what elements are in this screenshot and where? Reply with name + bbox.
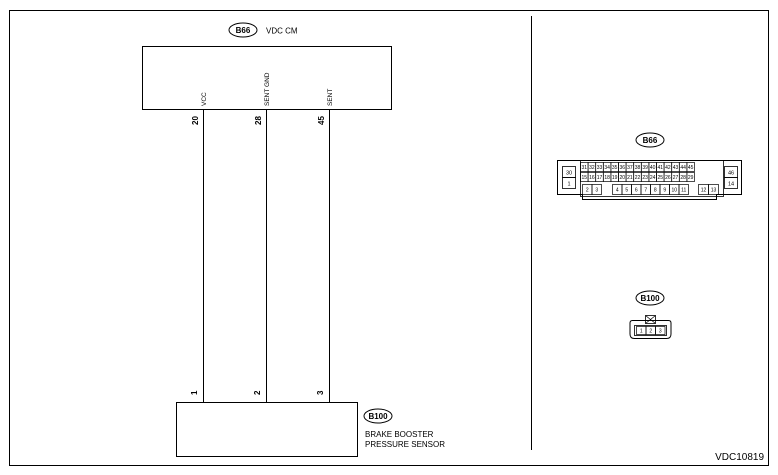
pin-number: 38 (635, 165, 641, 171)
pin-number: 40 (650, 165, 656, 171)
sensor-box (176, 402, 358, 457)
pin-number: 2 (586, 188, 589, 194)
pin-number: 13 (711, 188, 717, 194)
pin-number: 2 (649, 329, 652, 335)
b100-latch-cross-b (645, 315, 656, 324)
pin-number: 22 (635, 175, 641, 181)
pin-number: 45 (688, 165, 694, 171)
b66-pin-46: 46 (728, 171, 734, 177)
b66-view-label: B66 (643, 136, 658, 145)
b66-view-oval (635, 132, 665, 148)
pin-cell (678, 184, 689, 195)
sensor-connector-oval (363, 408, 393, 424)
vdc-cm-connector-oval (228, 22, 258, 38)
b100-view-oval (635, 290, 665, 306)
sensor-name-line2: PRESSURE SENSOR (365, 440, 445, 449)
pin-name-sent: SENT (327, 89, 334, 106)
vdc-cm-title: VDC CM (266, 27, 298, 36)
b100-latch (645, 315, 656, 324)
pin-name-sent-gnd: SENT GND (264, 72, 271, 106)
pin-number: 35 (612, 165, 618, 171)
pin-number: 27 (673, 175, 679, 181)
sensor-pin-3: 3 (316, 390, 325, 395)
pin-number: 7 (644, 188, 647, 194)
sensor-pin-2: 2 (253, 390, 262, 395)
pin-number: 37 (627, 165, 633, 171)
pin-number: 12 (701, 188, 707, 194)
pin-number: 20 (620, 175, 626, 181)
b66-cell-1 (562, 177, 576, 189)
b100-pin-frame (634, 325, 667, 336)
pin-number: 36 (620, 165, 626, 171)
pin-name-vcc: VCC (201, 92, 208, 106)
pin-number: 28 (680, 175, 686, 181)
pin-number: 8 (654, 188, 657, 194)
pin-number: 16 (589, 175, 595, 181)
outer-frame (9, 10, 769, 466)
pin-number: 24 (650, 175, 656, 181)
pin-number: 3 (595, 188, 598, 194)
pin-number: 15 (582, 175, 588, 181)
b66-pin-14: 14 (728, 182, 734, 188)
b66-housing (557, 160, 742, 200)
pin-number: 33 (597, 165, 603, 171)
pin-number: 39 (642, 165, 648, 171)
pin-number: 3 (659, 329, 662, 335)
vdc-cm-connector-label: B66 (236, 26, 251, 35)
pin-number: 1 (640, 329, 643, 335)
pin-number: 25 (658, 175, 664, 181)
pin-number: 21 (627, 175, 633, 181)
b66-pin-1: 1 (567, 182, 570, 188)
pin-number: 17 (597, 175, 603, 181)
pin-cell (686, 162, 695, 172)
pin-number: 5 (625, 188, 628, 194)
b66-pin-30: 30 (566, 171, 572, 177)
pin-cell (708, 184, 719, 195)
pin-cell (591, 184, 602, 195)
diagram-id: VDC10819 (715, 452, 764, 463)
b100-view-label: B100 (640, 294, 660, 303)
pin-number: 19 (612, 175, 618, 181)
pin-number: 32 (589, 165, 595, 171)
vdc-cm-box (142, 46, 392, 110)
pin-number: 42 (665, 165, 671, 171)
pin-number: 10 (671, 188, 677, 194)
pin-cell (655, 326, 666, 335)
b66-cell-14 (724, 177, 738, 189)
pin-number: 43 (673, 165, 679, 171)
pin-num-28: 28 (254, 116, 263, 125)
sensor-name-line1: BRAKE BOOSTER (365, 430, 434, 439)
pin-number: 31 (582, 165, 588, 171)
pin-num-45: 45 (317, 116, 326, 125)
pin-number: 4 (616, 188, 619, 194)
pin-number: 23 (642, 175, 648, 181)
pin-number: 44 (680, 165, 686, 171)
pin-num-20: 20 (191, 116, 200, 125)
pin-number: 34 (604, 165, 610, 171)
pin-number: 29 (688, 175, 694, 181)
sensor-connector-label: B100 (368, 412, 388, 421)
pin-number: 11 (681, 188, 686, 194)
pin-number: 18 (604, 175, 610, 181)
pin-number: 41 (658, 165, 664, 171)
pin-cell (686, 172, 695, 182)
pin-number: 26 (665, 175, 671, 181)
pin-number: 6 (635, 188, 638, 194)
sensor-pin-1: 1 (190, 390, 199, 395)
pin-number: 9 (663, 188, 666, 194)
b100-housing (629, 320, 672, 339)
